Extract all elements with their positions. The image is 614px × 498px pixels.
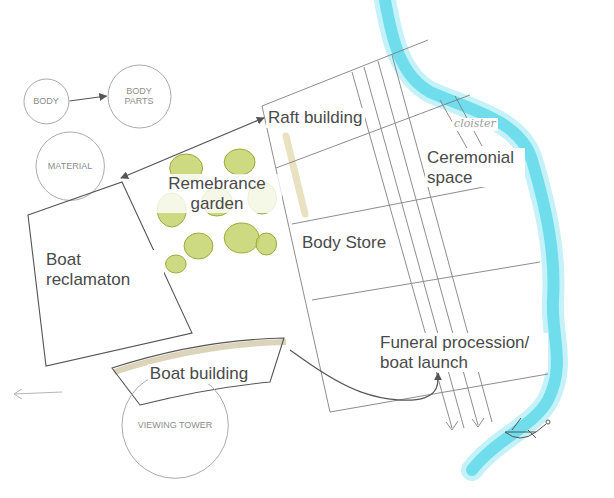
- node-label: MATERIAL: [46, 161, 94, 171]
- zone-label: Funeral procession/ boat launch: [378, 333, 548, 372]
- zone-label: Raft building: [266, 108, 365, 128]
- pencil-circle: [24, 79, 69, 124]
- tree-blob: [166, 255, 187, 273]
- tree-strip: [286, 136, 305, 214]
- pencil-circle: [122, 372, 228, 478]
- garden-area: Remebrance garden: [145, 140, 289, 275]
- band-outline: [112, 338, 284, 405]
- sketch-note: cloister: [452, 118, 498, 131]
- tree-blob: [224, 149, 255, 175]
- sketch-circle: VIEWING TOWER: [121, 371, 229, 479]
- boat-symbol: [505, 418, 550, 438]
- connector: [69, 96, 106, 101]
- node-label: BODY PARTS: [117, 86, 161, 107]
- building-grid: [262, 40, 548, 430]
- zone-label: Body Store: [300, 233, 388, 253]
- node-label: Raft building: [266, 108, 365, 128]
- node-label: Boat building: [148, 364, 250, 384]
- sketch-circle: MATERIAL: [35, 131, 105, 201]
- pencil-circle: [108, 65, 171, 128]
- sketch-circle: BODY PARTS: [107, 64, 172, 129]
- node-label: BODY: [31, 96, 61, 106]
- node-label: VIEWING TOWER: [136, 420, 215, 430]
- tree-blob: [224, 223, 259, 253]
- pencil-arrow: [14, 389, 62, 399]
- node-label: Remebrance garden: [152, 174, 282, 213]
- block-outline: [28, 182, 192, 366]
- node-label: Body Store: [300, 233, 388, 253]
- pencil-circle: [36, 132, 104, 200]
- node-label: Boat reclamaton: [44, 250, 164, 289]
- node-label: Funeral procession/ boat launch: [378, 333, 548, 372]
- node-label: Ceremonial space: [425, 148, 525, 187]
- tree-blob: [256, 233, 277, 255]
- zone-label: Ceremonial space: [425, 148, 525, 187]
- curved-building: Boat building: [108, 332, 290, 407]
- sketch-circle: BODY: [23, 78, 70, 125]
- tree-blob: [184, 233, 213, 259]
